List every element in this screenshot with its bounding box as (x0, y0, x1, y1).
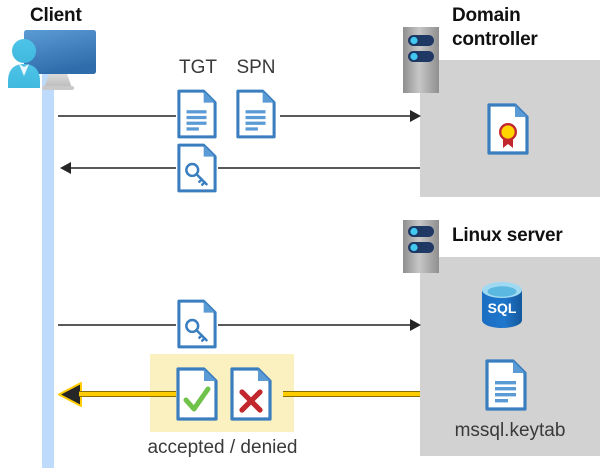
document-certificate-icon (487, 103, 529, 155)
denied-document-cross-icon (230, 367, 272, 421)
flow-request-tgt-spn-line-left (58, 115, 176, 117)
auth-result-caption: accepted / denied (147, 437, 298, 458)
flow-present-service-ticket-line-left (58, 324, 176, 326)
flow-present-service-ticket-line-right (218, 324, 412, 326)
keytab-document-icon (485, 359, 527, 411)
flow-request-tgt-spn-line-right (280, 115, 412, 117)
sql-database-label: SQL (488, 300, 517, 316)
keytab-label: mssql.keytab (454, 420, 566, 441)
tgt-label: TGT (179, 57, 217, 78)
accepted-document-check-icon (176, 367, 218, 421)
spn-document-icon (236, 88, 276, 140)
domain-controller-label-line1: Domain (452, 5, 521, 26)
tgt-document-icon (177, 88, 217, 140)
domain-controller-server-rack-icon (403, 27, 439, 93)
flow-request-tgt-spn-arrowhead (410, 110, 421, 122)
domain-controller-label-line2: controller (452, 29, 538, 50)
flow-receive-service-ticket-line-left (71, 167, 176, 169)
service-ticket-document-key-icon (177, 142, 217, 194)
client-label: Client (30, 5, 82, 26)
flow-present-service-ticket-arrowhead (410, 319, 421, 331)
client-workstation-icon (6, 26, 106, 92)
client-lifeline (42, 70, 54, 468)
flow-receive-service-ticket-line-right (218, 167, 420, 169)
flow-auth-result-line-right (283, 391, 420, 397)
spn-label: SPN (236, 57, 276, 78)
linux-server-server-rack-icon (403, 220, 439, 273)
linux-server-label: Linux server (452, 225, 563, 246)
sql-database-icon: SQL (479, 281, 525, 329)
presented-ticket-document-key-icon (177, 298, 217, 350)
flow-receive-service-ticket-arrowhead (60, 162, 71, 174)
flow-auth-result-line-left (79, 391, 176, 397)
